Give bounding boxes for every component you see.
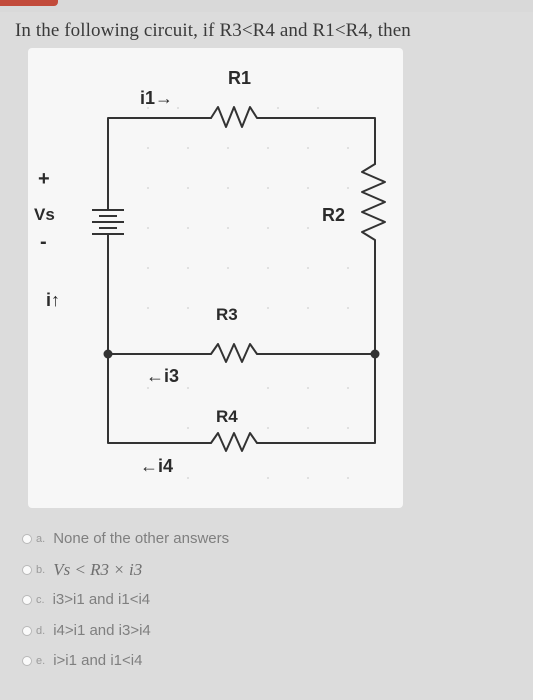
radio-b[interactable] <box>22 565 32 575</box>
option-d[interactable]: d. i4>i1 and i3>i4 <box>22 622 151 639</box>
circuit-wires <box>107 106 386 452</box>
option-d-letter: d. <box>36 624 46 637</box>
option-e[interactable]: e. i>i1 and i1<i4 <box>22 652 142 669</box>
option-e-letter: e. <box>36 654 46 667</box>
radio-a[interactable] <box>22 533 32 544</box>
circuit-svg: R1 i1→ R2 + Vs - i↑ R3 ←i3 R4 ←i4 <box>34 68 386 479</box>
vs-label: Vs <box>34 205 55 224</box>
plus-sign: + <box>38 168 50 190</box>
battery-symbol <box>92 209 124 235</box>
radio-d[interactable] <box>22 625 32 636</box>
header-accent <box>0 0 58 6</box>
question-text: In the following circuit, if R3<R4 and R… <box>15 20 411 41</box>
top-strip <box>0 0 533 12</box>
option-c[interactable]: c. i3>i1 and i1<i4 <box>22 591 150 608</box>
option-c-text: i3>i1 and i1<i4 <box>52 591 151 608</box>
grid-dots <box>147 107 349 479</box>
r4-label: R4 <box>216 407 238 426</box>
option-b-text: Vs < R3 × i3 <box>53 560 143 579</box>
circuit-diagram: R1 i1→ R2 + Vs - i↑ R3 ←i3 R4 ←i4 <box>28 48 403 508</box>
option-a-letter: a. <box>36 532 46 545</box>
i1-label: i1→ <box>140 88 173 108</box>
r2-label: R2 <box>322 205 345 225</box>
i-up-label: i↑ <box>46 290 60 310</box>
r1-resistor <box>210 106 376 165</box>
top-left-wire <box>107 117 212 211</box>
r4-resistor <box>107 353 376 452</box>
minus-sign: - <box>40 231 47 253</box>
left-junction-node <box>103 349 113 359</box>
r2-resistor <box>361 163 386 355</box>
i3-label: ←i3 <box>146 366 179 386</box>
i4-label: ←i4 <box>140 456 173 476</box>
option-b[interactable]: b. Vs < R3 × i3 <box>22 560 142 580</box>
right-junction-node <box>370 349 380 359</box>
r1-label: R1 <box>228 68 251 88</box>
r3-label: R3 <box>216 305 238 324</box>
radio-e[interactable] <box>22 655 32 666</box>
r3-resistor <box>107 343 376 363</box>
option-a-text: None of the other answers <box>53 530 230 547</box>
option-d-text: i4>i1 and i3>i4 <box>53 622 151 639</box>
option-b-letter: b. <box>36 564 46 576</box>
radio-c[interactable] <box>22 594 32 605</box>
option-c-letter: c. <box>36 593 45 606</box>
option-e-text: i>i1 and i1<i4 <box>53 652 143 669</box>
option-a[interactable]: a. None of the other answers <box>22 530 229 547</box>
